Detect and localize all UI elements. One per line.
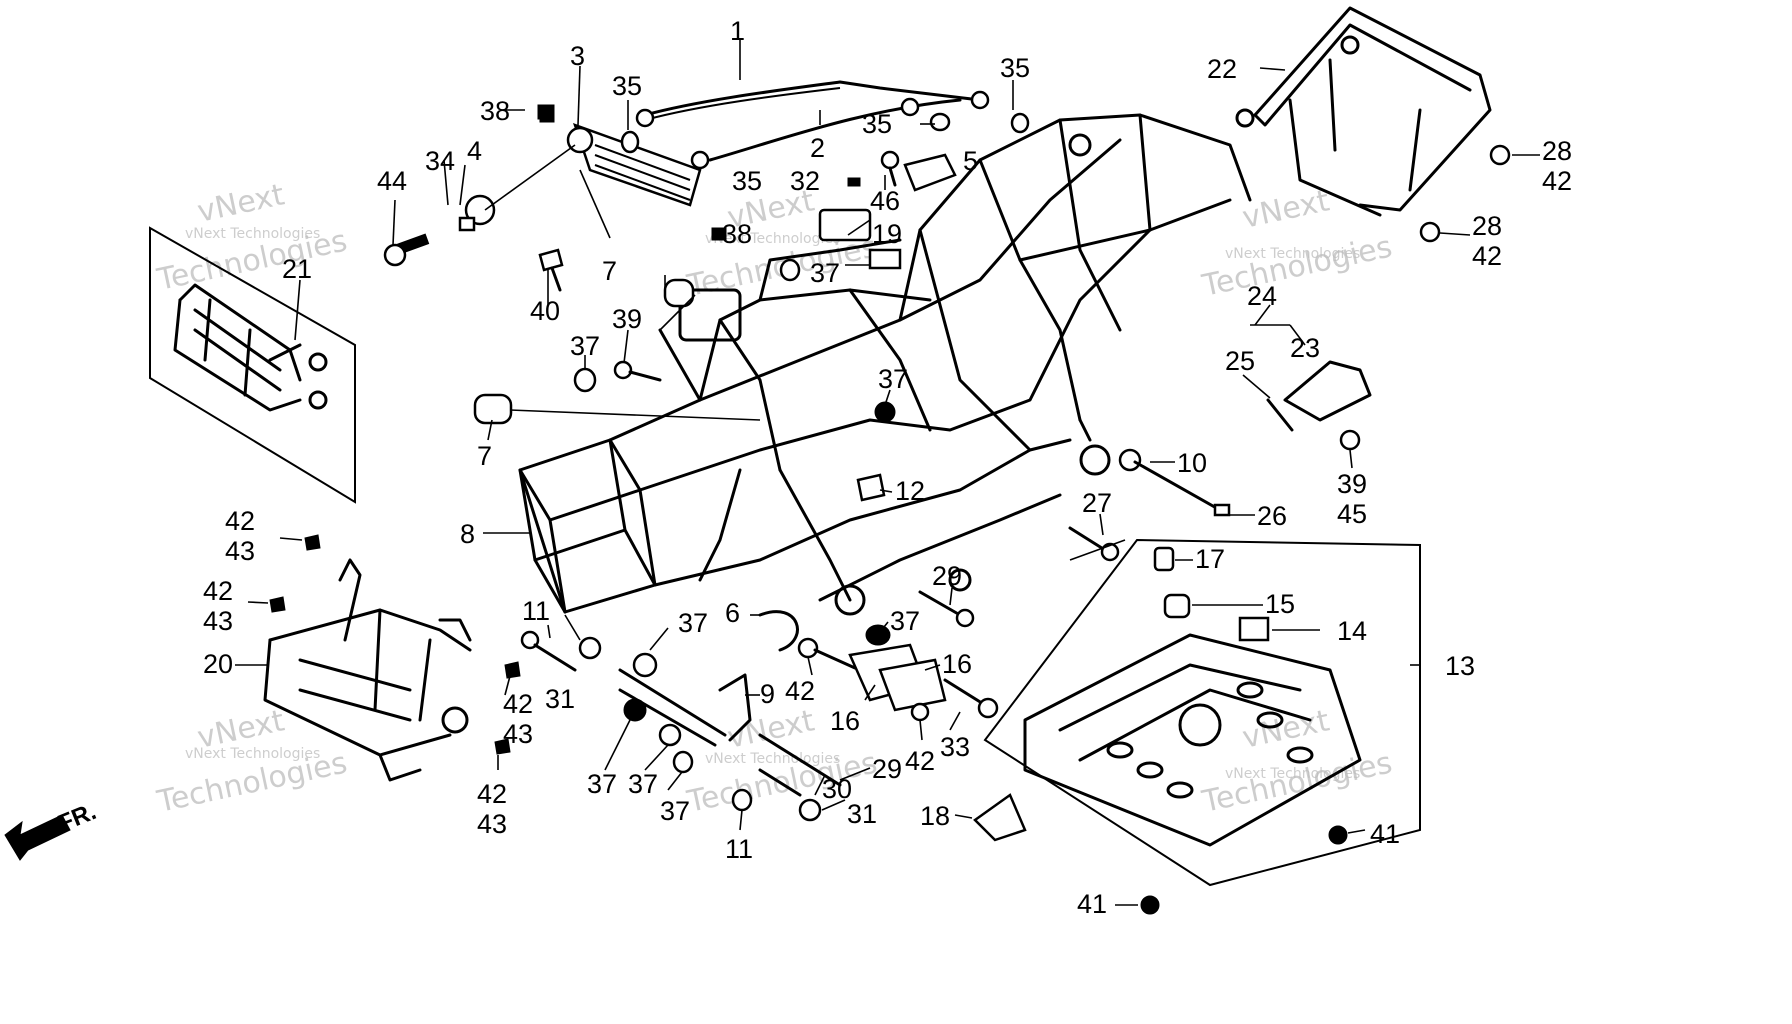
callout-42h: 42 [905, 746, 935, 776]
watermark-small: vNext Technologies [705, 231, 840, 247]
callout-35a: 35 [612, 71, 642, 101]
callout-37e: 37 [890, 606, 920, 636]
callout-16b: 16 [830, 706, 860, 736]
callout-42e: 42 [503, 689, 533, 719]
callout-39a: 39 [612, 304, 642, 334]
callout-23: 23 [1290, 333, 1320, 363]
callout-11a: 11 [522, 596, 550, 626]
callout-43a: 43 [225, 536, 255, 566]
callout-43c: 43 [503, 719, 533, 749]
callout-37g: 37 [628, 769, 658, 799]
callout-21: 21 [282, 254, 312, 284]
callout-44: 44 [377, 166, 407, 196]
callout-labels: 1 2 3 4 5 6 7 7 8 9 10 11 11 12 13 14 15… [203, 16, 1572, 919]
bracket-23-25 [1266, 360, 1372, 432]
callout-6: 6 [725, 598, 740, 628]
watermark-line1: vNext [1239, 703, 1332, 756]
callout-18: 18 [920, 801, 950, 831]
skid-plate-drawing [983, 538, 1421, 887]
callout-4: 4 [467, 136, 482, 166]
callout-30: 30 [822, 774, 852, 804]
brake-hoses [635, 80, 990, 170]
direction-label: FR. [54, 798, 100, 838]
callout-31b: 31 [847, 799, 877, 829]
callout-37b: 37 [570, 331, 600, 361]
callout-37d: 37 [678, 608, 708, 638]
callout-17: 17 [1195, 544, 1225, 574]
front-bumper-drawing [263, 558, 472, 782]
callout-43d: 43 [477, 809, 507, 839]
watermark-small: vNext Technologies [185, 226, 320, 242]
callout-42b: 42 [1472, 241, 1502, 271]
callout-41a: 41 [1370, 819, 1400, 849]
callout-9: 9 [760, 679, 775, 709]
callout-42c: 42 [225, 506, 255, 536]
callout-31a: 31 [545, 684, 575, 714]
watermark-line1: vNext [194, 177, 287, 230]
hose-joint-bracket [383, 107, 1030, 267]
callout-43b: 43 [203, 606, 233, 636]
callout-7a: 7 [602, 256, 617, 286]
watermark-line2: Technologies [1198, 230, 1395, 305]
watermark-line2: Technologies [1198, 746, 1395, 821]
callout-41b: 41 [1077, 889, 1107, 919]
callout-3: 3 [570, 41, 585, 71]
leader-lines [235, 38, 1540, 906]
callout-46: 46 [870, 186, 900, 216]
inset-bumper [149, 226, 356, 504]
front-direction-arrow: FR. [4, 798, 100, 861]
callout-15: 15 [1265, 589, 1295, 619]
callout-37f: 37 [587, 769, 617, 799]
callout-39b: 39 [1337, 469, 1367, 499]
callout-29a: 29 [932, 561, 962, 591]
callout-42g: 42 [785, 676, 815, 706]
small-hardware [269, 104, 1511, 915]
callout-35b: 35 [1000, 53, 1030, 83]
callout-14: 14 [1337, 616, 1367, 646]
watermark-group: vNext Technologies vNext Technologies vN… [153, 177, 1395, 820]
callout-42f: 42 [477, 779, 507, 809]
callout-42d: 42 [203, 576, 233, 606]
callout-38b: 38 [722, 219, 752, 249]
callout-32: 32 [790, 166, 820, 196]
callout-42a: 42 [1542, 166, 1572, 196]
callout-22: 22 [1207, 54, 1237, 84]
callout-24: 24 [1247, 281, 1277, 311]
callout-45: 45 [1337, 499, 1367, 529]
callout-33: 33 [940, 732, 970, 762]
callout-34: 34 [425, 146, 455, 176]
callout-1: 1 [730, 16, 745, 46]
callout-35d: 35 [732, 166, 762, 196]
callout-37c: 37 [878, 364, 908, 394]
callout-7b: 7 [477, 441, 492, 471]
callout-28a: 28 [1542, 136, 1572, 166]
callout-38a: 38 [480, 96, 510, 126]
callout-29b: 29 [872, 754, 902, 784]
watermark-small: vNext Technologies [1225, 246, 1360, 262]
callout-8: 8 [460, 519, 475, 549]
callout-13: 13 [1445, 651, 1475, 681]
watermark-line1: vNext [1239, 183, 1332, 236]
callout-35c: 35 [862, 109, 892, 139]
callout-40: 40 [530, 296, 560, 326]
callout-10: 10 [1177, 448, 1207, 478]
callout-26: 26 [1257, 501, 1287, 531]
callout-27: 27 [1082, 488, 1112, 518]
callout-25: 25 [1225, 346, 1255, 376]
callout-20: 20 [203, 649, 233, 679]
rear-carrier-drawing [1235, 6, 1492, 217]
callout-16a: 16 [942, 649, 972, 679]
callout-11b: 11 [725, 834, 753, 864]
main-frame-drawing [518, 113, 1252, 616]
callout-2: 2 [810, 133, 825, 163]
callout-5: 5 [963, 146, 978, 176]
callout-37h: 37 [660, 796, 690, 826]
callout-19: 19 [872, 219, 902, 249]
watermark-small: vNext Technologies [185, 746, 320, 762]
callout-12: 12 [895, 476, 925, 506]
callout-37a: 37 [810, 258, 840, 288]
callout-28b: 28 [1472, 211, 1502, 241]
